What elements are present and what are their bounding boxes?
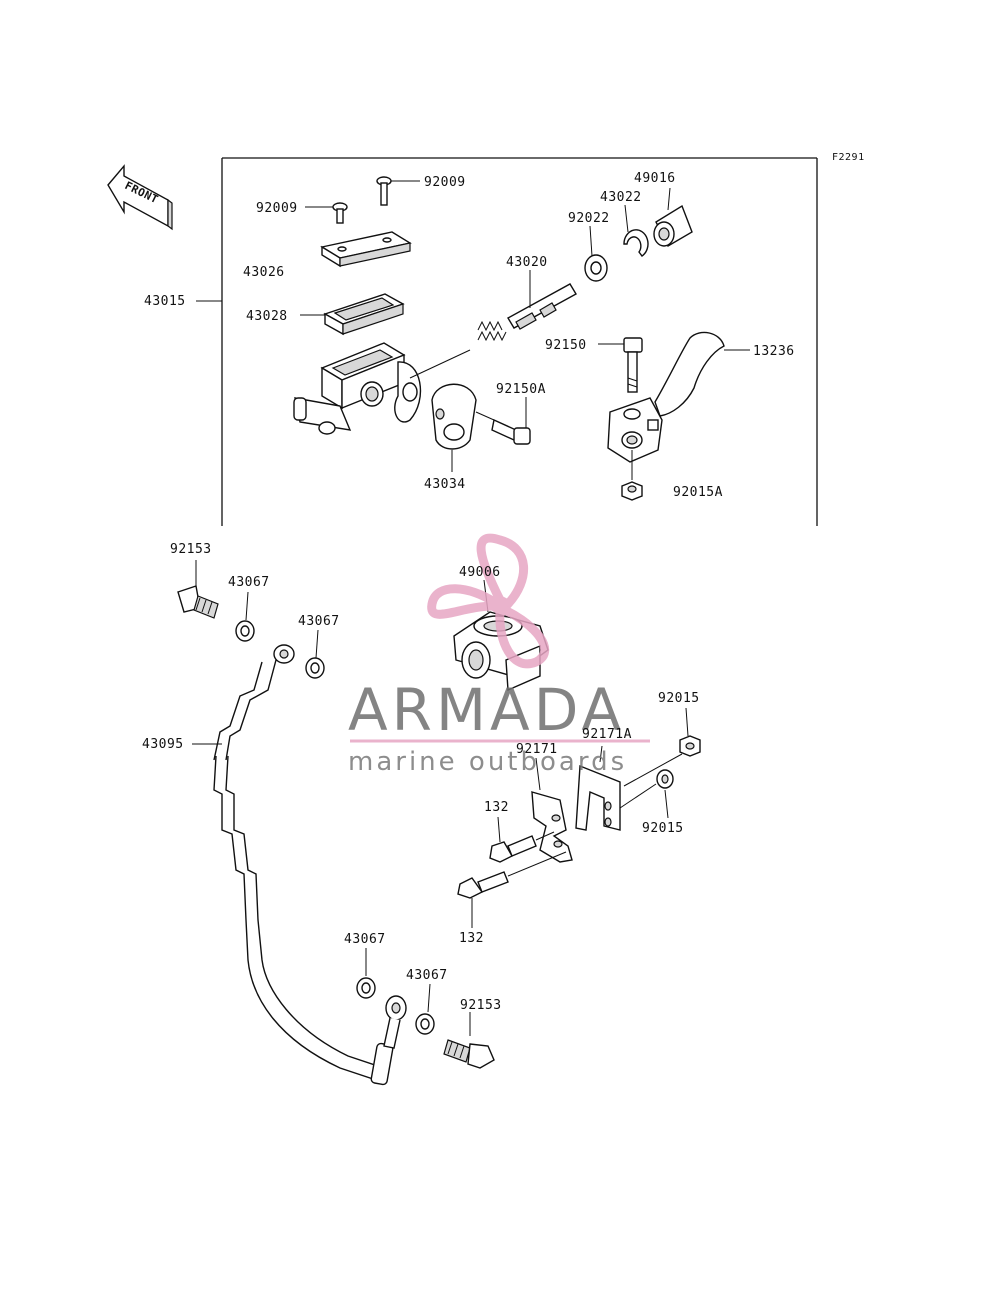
- label-132-upper: 132: [484, 800, 509, 815]
- bolt-132-upper: [489, 816, 555, 863]
- diaphragm: [300, 293, 405, 336]
- label-92015A: 92015A: [673, 485, 723, 500]
- label-92022: 92022: [568, 211, 610, 226]
- washer-43067-b: [305, 629, 325, 679]
- clamp-43034: [431, 383, 477, 472]
- nut-92015-bottom: [619, 769, 674, 819]
- label-43067-a: 43067: [228, 575, 270, 590]
- banjo-bolt-bottom: [443, 1012, 495, 1069]
- label-43067-d: 43067: [406, 968, 448, 983]
- diagram-code: F2291: [832, 152, 865, 163]
- label-92153-bottom: 92153: [460, 998, 502, 1013]
- label-43034: 43034: [424, 477, 466, 492]
- label-13236: 13236: [753, 344, 795, 359]
- nut-92015A: [621, 450, 643, 501]
- label-92150: 92150: [545, 338, 587, 353]
- part-labels: 92009 92009 43026 43028 43015 43020 9202…: [142, 171, 795, 1013]
- assembly-frame: [196, 157, 818, 526]
- label-92009-left: 92009: [256, 201, 298, 216]
- screw-92009-right: [376, 176, 420, 206]
- label-92015-top: 92015: [658, 691, 700, 706]
- piston-assembly: [477, 270, 577, 342]
- circlip-43022: [623, 204, 649, 257]
- label-43067-c: 43067: [344, 932, 386, 947]
- watermark: ARMADA marine outboards: [348, 533, 650, 777]
- label-92009-right: 92009: [424, 175, 466, 190]
- watermark-subtitle: marine outboards: [348, 747, 627, 777]
- propeller-logo-icon: [427, 533, 550, 669]
- banjo-bolt-top: [177, 560, 219, 619]
- label-43067-b: 43067: [298, 614, 340, 629]
- label-43015: 43015: [144, 294, 186, 309]
- watermark-title: ARMADA: [348, 676, 625, 744]
- label-43022: 43022: [600, 190, 642, 205]
- nut-92015-top: [623, 707, 701, 787]
- brake-lever: [607, 331, 750, 463]
- label-43028: 43028: [246, 309, 288, 324]
- label-43095: 43095: [142, 737, 184, 752]
- front-arrow-icon: FRONT: [107, 164, 173, 231]
- label-92171: 92171: [516, 742, 558, 757]
- hose-bracket: [531, 745, 621, 863]
- label-43026: 43026: [243, 265, 285, 280]
- bolt-92150A: [475, 397, 531, 445]
- screw-92009-left: [305, 202, 348, 224]
- washer-43067-d: [415, 983, 435, 1035]
- label-92153-top: 92153: [170, 542, 212, 557]
- washer-92022: [584, 225, 608, 282]
- label-92171A: 92171A: [582, 727, 632, 742]
- label-92150A: 92150A: [496, 382, 546, 397]
- washer-43067-a: [235, 591, 255, 642]
- bolt-132-lower: [457, 851, 567, 928]
- label-132-lower: 132: [459, 931, 484, 946]
- washer-43067-c: [356, 948, 376, 999]
- label-92015-bottom: 92015: [642, 821, 684, 836]
- brake-hose: [192, 644, 407, 1086]
- master-cylinder-body: [293, 342, 471, 435]
- pivot-bolt-92150: [598, 337, 643, 393]
- boot-49016: [653, 187, 693, 247]
- label-49006: 49006: [459, 565, 501, 580]
- label-43020: 43020: [506, 255, 548, 270]
- label-49016: 49016: [634, 171, 676, 186]
- reservoir-cap: [320, 231, 412, 268]
